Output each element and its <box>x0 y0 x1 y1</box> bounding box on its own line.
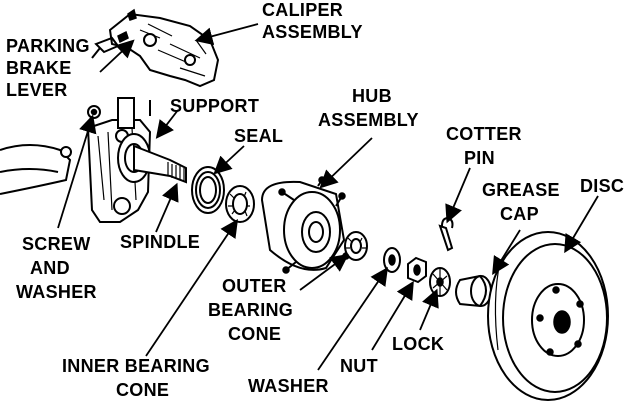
leader-lines <box>57 23 599 371</box>
label-parking-brake-lever: PARKING BRAKE LEVER <box>6 36 95 100</box>
label-inner-bearing-cone: INNER BEARING CONE <box>62 356 215 400</box>
spindle-drawing <box>117 133 187 184</box>
suspension-arm-drawing <box>0 144 72 195</box>
label-caliper-assembly: CALIPER ASSEMBLY <box>262 0 363 42</box>
parking-brake-lever-drawing <box>91 36 120 59</box>
inner-bearing-cone-drawing <box>225 185 255 223</box>
disc-drawing <box>487 231 609 401</box>
label-cotter-pin: COTTER PIN <box>446 124 527 168</box>
hub-assembly-drawing <box>260 176 350 274</box>
label-spindle: SPINDLE <box>120 232 200 252</box>
seal-drawing <box>191 166 225 214</box>
label-nut: NUT <box>340 356 378 376</box>
label-outer-bearing-cone: OUTER BEARING CONE <box>208 276 298 344</box>
grease-cap-drawing <box>455 274 492 308</box>
label-grease-cap: GREASE CAP <box>482 180 565 224</box>
label-support: SUPPORT <box>170 96 259 116</box>
label-disc: DISC <box>580 176 624 196</box>
label-washer: WASHER <box>248 376 329 396</box>
screw-and-washer-drawing <box>87 105 101 119</box>
label-screw-and-washer: SCREW AND WASHER <box>16 234 97 302</box>
label-seal: SEAL <box>234 126 283 146</box>
label-lock: LOCK <box>392 334 444 354</box>
washer-drawing <box>383 247 401 273</box>
lock-drawing <box>429 267 451 297</box>
cotter-pin-drawing <box>438 216 454 252</box>
nut-drawing <box>407 256 427 284</box>
outer-bearing-cone-drawing <box>344 231 368 261</box>
label-hub-assembly: HUB ASSEMBLY <box>318 86 419 130</box>
